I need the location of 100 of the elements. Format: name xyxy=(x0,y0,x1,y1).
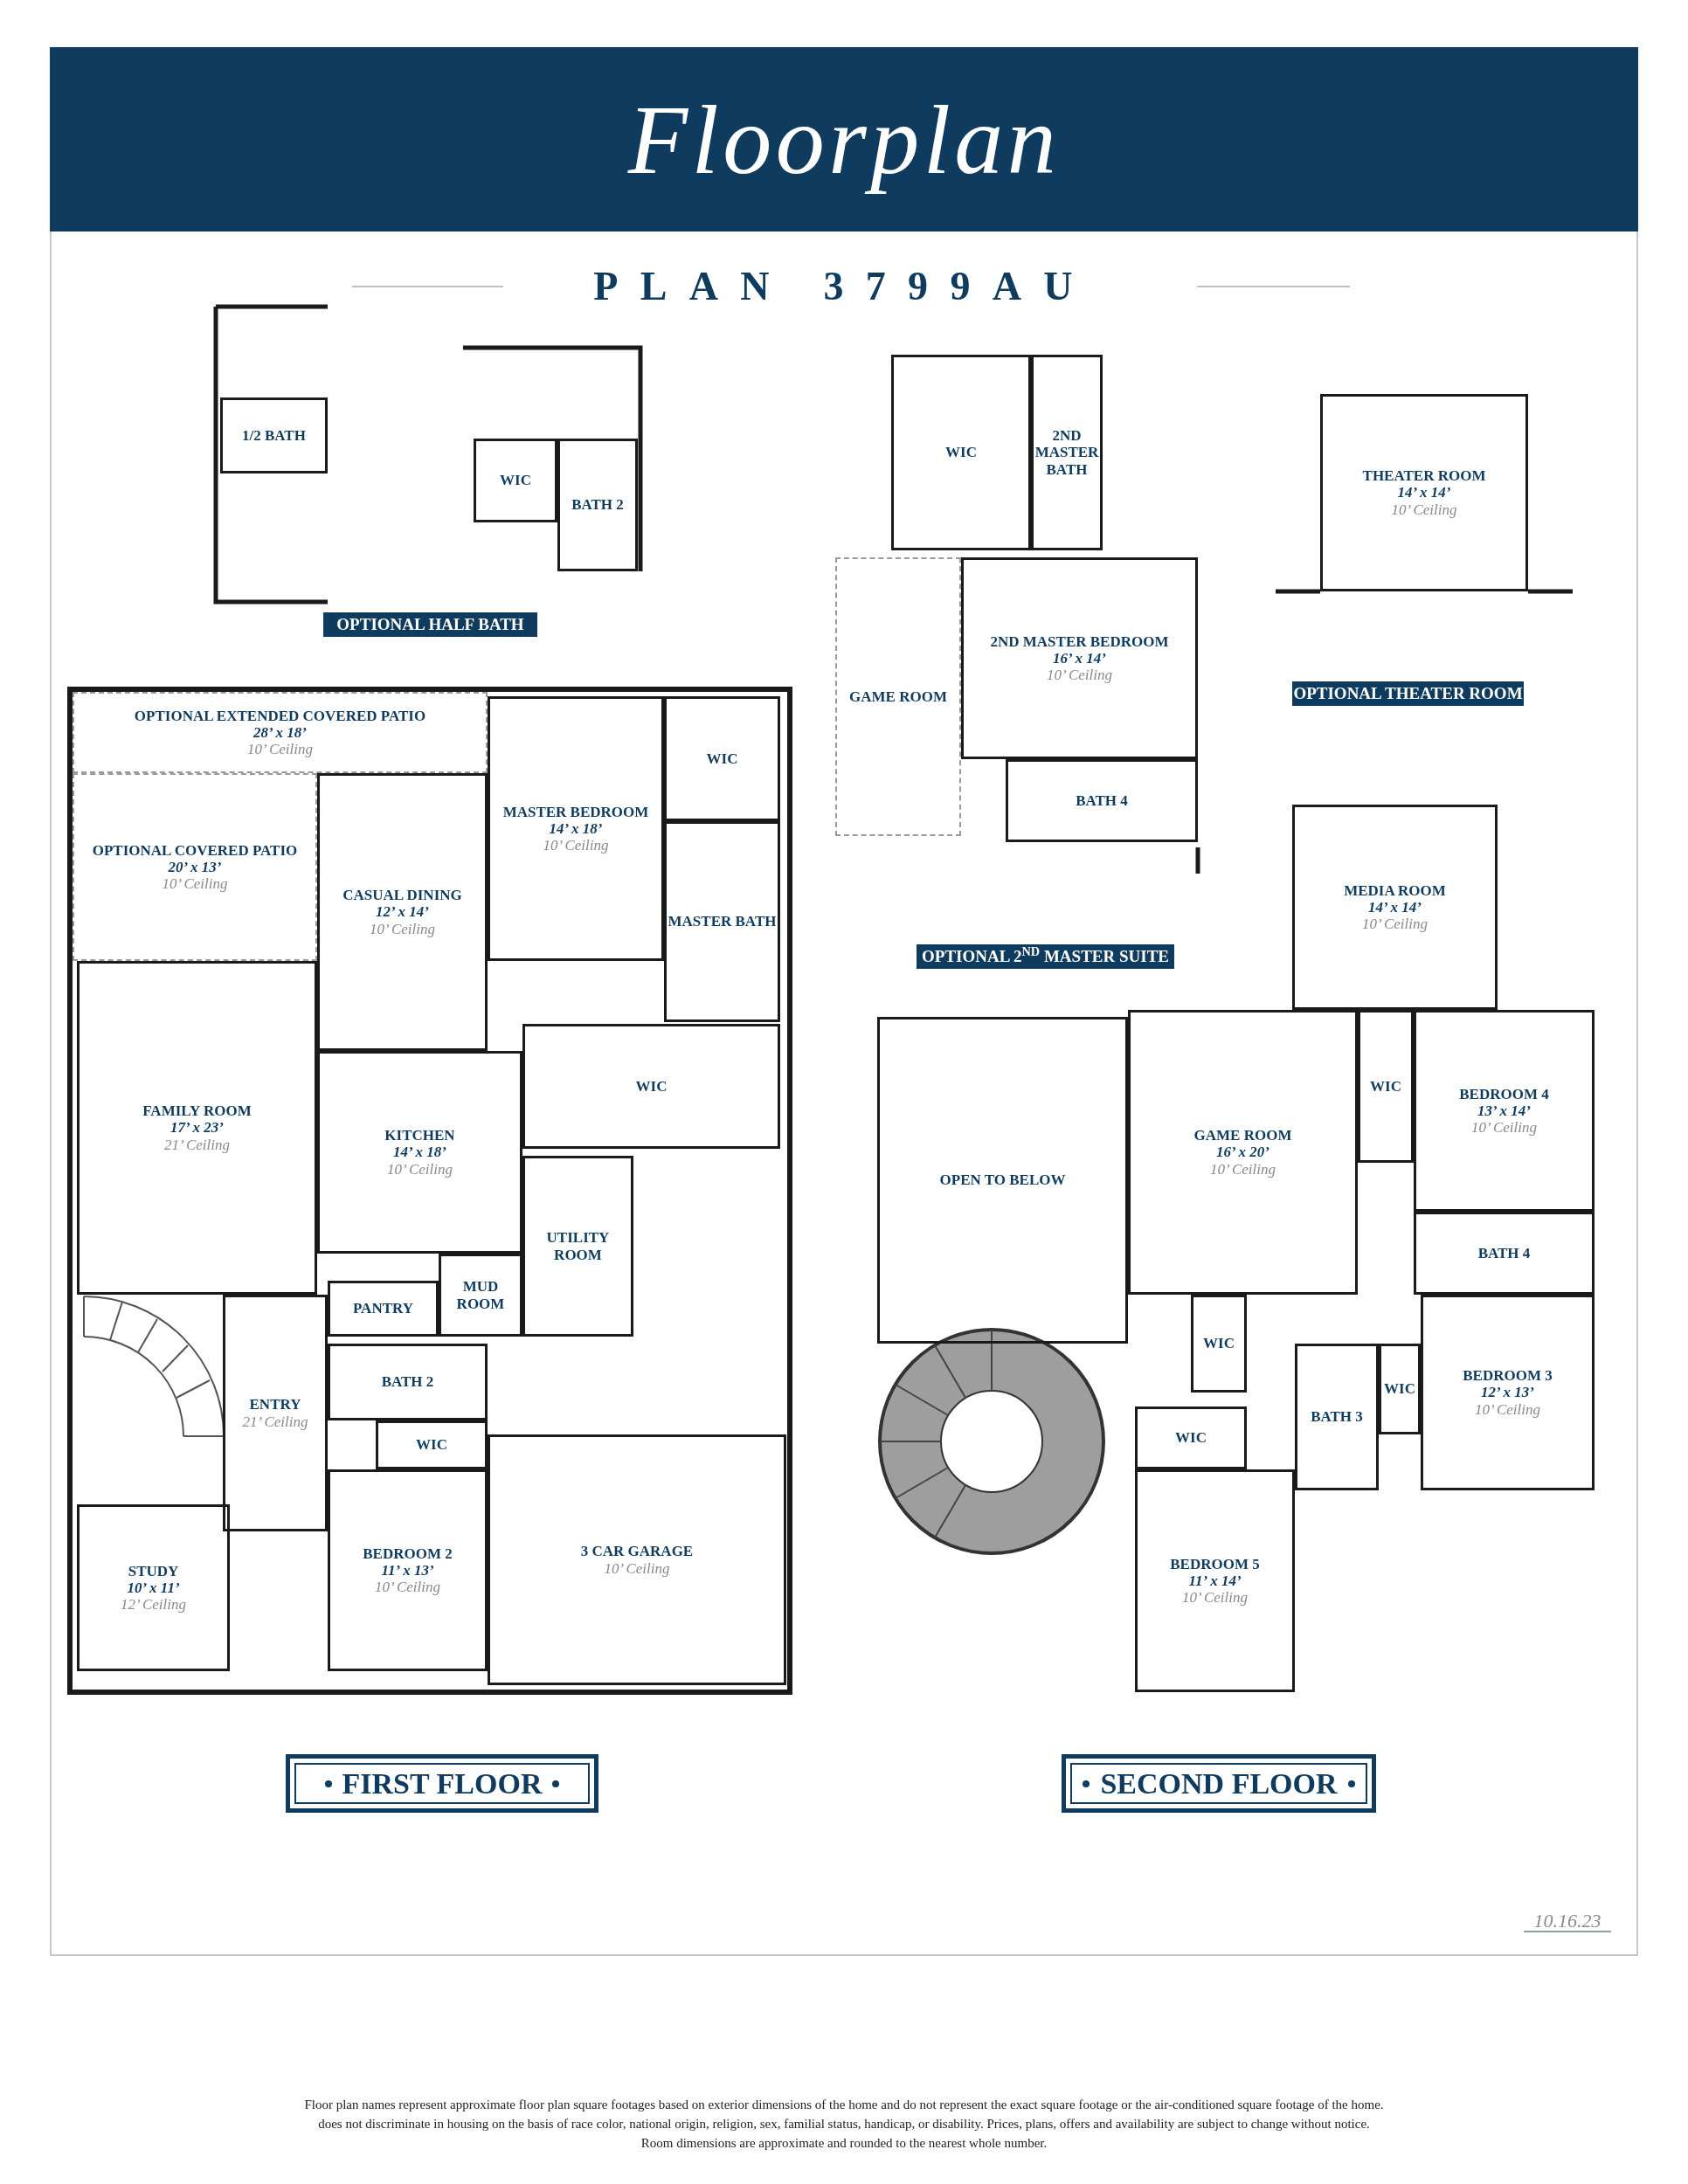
room-outline xyxy=(891,355,1031,550)
ceiling-height: 12’ Ceiling xyxy=(120,1596,187,1614)
room-outline xyxy=(1414,1212,1595,1295)
room-name: GAME ROOM xyxy=(849,688,947,705)
page-title: Floorplan xyxy=(627,84,1061,196)
room-outline xyxy=(1135,1469,1295,1692)
room-name: ENTRY xyxy=(249,1396,301,1413)
room-name: OPTIONAL EXTENDED COVERED PATIO xyxy=(134,707,426,724)
room-outline xyxy=(220,397,328,473)
room-dimensions: 10’ x 11’ xyxy=(127,1579,180,1596)
room-outline xyxy=(1031,355,1103,550)
room-outline xyxy=(1414,1010,1595,1212)
room-dimensions: 16’ x 20’ xyxy=(1215,1144,1270,1161)
room-name: MEDIA ROOM xyxy=(1344,881,1446,899)
room-dimensions: 14’ x 14’ xyxy=(1397,484,1451,501)
room-outline xyxy=(77,1504,230,1671)
room-outline xyxy=(1379,1344,1421,1434)
room-outline xyxy=(877,1017,1128,1344)
ceiling-height: 10’ Ceiling xyxy=(162,875,228,893)
room-dimensions: 13’ x 14’ xyxy=(1477,1102,1532,1119)
room-name: BEDROOM 3 xyxy=(1463,1367,1553,1385)
room-outline xyxy=(328,1344,488,1420)
room-outline xyxy=(73,773,317,961)
room-name: PANTRY xyxy=(353,1300,413,1317)
room-name: OPTIONAL COVERED PATIO xyxy=(92,841,298,859)
room-name: BATH 2 xyxy=(381,1373,434,1391)
ceiling-height: 21’ Ceiling xyxy=(163,1136,231,1153)
room-outline xyxy=(522,1024,780,1149)
room-name: MASTER BATH xyxy=(668,913,777,930)
ceiling-height: 10’ Ceiling xyxy=(374,1579,441,1596)
room-name: BATH 4 xyxy=(1477,1245,1531,1261)
ceiling-height: 10’ Ceiling xyxy=(1209,1160,1276,1178)
room-outline xyxy=(664,696,780,821)
room-outline xyxy=(328,1469,488,1671)
ceiling-height: 10’ Ceiling xyxy=(1181,1589,1249,1607)
room-name: BATH 4 xyxy=(1076,792,1128,809)
room-outline xyxy=(664,821,780,1022)
room-dimensions: 12’ x 14’ xyxy=(375,903,430,921)
ceiling-height: 10’ Ceiling xyxy=(246,741,314,758)
room-outline xyxy=(1421,1295,1595,1490)
ceiling-height: 21’ Ceiling xyxy=(242,1413,308,1430)
room-outline xyxy=(1295,1344,1379,1490)
plan-caption: OPTIONAL 2$^{ND}$ MASTER SUITE xyxy=(917,944,1174,969)
room-outline xyxy=(1191,1295,1247,1393)
ceiling-height: 10’ Ceiling xyxy=(1470,1119,1538,1137)
revision-date: 10.16.23 xyxy=(1524,1906,1611,1932)
room-outline xyxy=(73,692,488,773)
room-outline xyxy=(522,1156,633,1337)
room-outline xyxy=(317,1051,522,1254)
room-name: WIC xyxy=(1203,1335,1235,1352)
room-outline xyxy=(1006,759,1198,842)
room-outline xyxy=(439,1254,522,1337)
room-outline xyxy=(1358,1010,1414,1163)
room-name: KITCHEN xyxy=(384,1127,455,1144)
ceiling-height: 10’ Ceiling xyxy=(543,837,609,854)
room-outline xyxy=(77,961,317,1295)
disclaimer-text: does not discriminate in housing on the basis of race color, national origin, religion, sex, familial status, handicap, or disability. Prices, plans, offers and availability are subject to change without notice. xyxy=(318,2116,1370,2132)
room-outline xyxy=(328,1281,439,1337)
room-dimensions: 20’ x 13’ xyxy=(168,859,222,875)
ceiling-height: 10’ Ceiling xyxy=(386,1160,453,1178)
room-name: BEDROOM 2 xyxy=(363,1545,453,1562)
room-name: BATH 2 xyxy=(571,496,624,514)
room-name: WIC xyxy=(945,444,977,461)
room-name: OPEN TO BELOW xyxy=(939,1171,1066,1189)
plan-caption: OPTIONAL THEATER ROOM xyxy=(1292,681,1524,706)
room-dimensions: 12’ x 13’ xyxy=(1480,1384,1535,1401)
room-outline xyxy=(488,696,664,961)
room-outline xyxy=(376,1420,488,1469)
room-outline xyxy=(1292,805,1498,1010)
plan-caption: OPTIONAL HALF BATH xyxy=(323,612,537,637)
room-name: 2ND MASTER BEDROOM xyxy=(990,632,1169,650)
floor-badge: FIRST FLOOR xyxy=(286,1754,598,1813)
plan-number: PLAN 3799AU xyxy=(593,262,1095,310)
room-name: WIC xyxy=(1384,1380,1415,1398)
room-dimensions: 11’ x 14’ xyxy=(1188,1572,1242,1589)
room-name: WIC xyxy=(500,472,531,489)
ceiling-height: 10’ Ceiling xyxy=(1474,1400,1541,1418)
room-dimensions: 28’ x 18’ xyxy=(253,724,308,741)
floor-badge: SECOND FLOOR xyxy=(1062,1754,1376,1813)
room-name: WIC xyxy=(1370,1078,1401,1095)
ceiling-height: 10’ Ceiling xyxy=(604,1559,670,1577)
room-outline xyxy=(1320,394,1528,591)
room-name: WIC xyxy=(706,750,738,767)
room-name: 2ND MASTER BATH xyxy=(1034,427,1100,478)
room-name: WIC xyxy=(1175,1429,1207,1447)
room-name: UTILITY ROOM xyxy=(545,1229,611,1263)
room-outline xyxy=(317,773,488,1051)
room-name: MUD ROOM xyxy=(455,1278,506,1312)
room-dimensions: 14’ x 18’ xyxy=(549,820,603,837)
room-outline xyxy=(1128,1010,1358,1295)
room-outline xyxy=(223,1295,328,1531)
room-name: 1/2 BATH xyxy=(242,427,306,444)
room-dimensions: 11’ x 13’ xyxy=(381,1562,434,1579)
room-name: MASTER BEDROOM xyxy=(502,803,649,820)
room-name: STUDY xyxy=(128,1562,179,1579)
room-outline xyxy=(1135,1406,1247,1469)
ceiling-height: 10’ Ceiling xyxy=(1046,667,1113,684)
room-name: GAME ROOM xyxy=(1193,1127,1292,1144)
ceiling-height: 10’ Ceiling xyxy=(1361,916,1429,933)
room-name: CASUAL DINING xyxy=(342,887,462,904)
